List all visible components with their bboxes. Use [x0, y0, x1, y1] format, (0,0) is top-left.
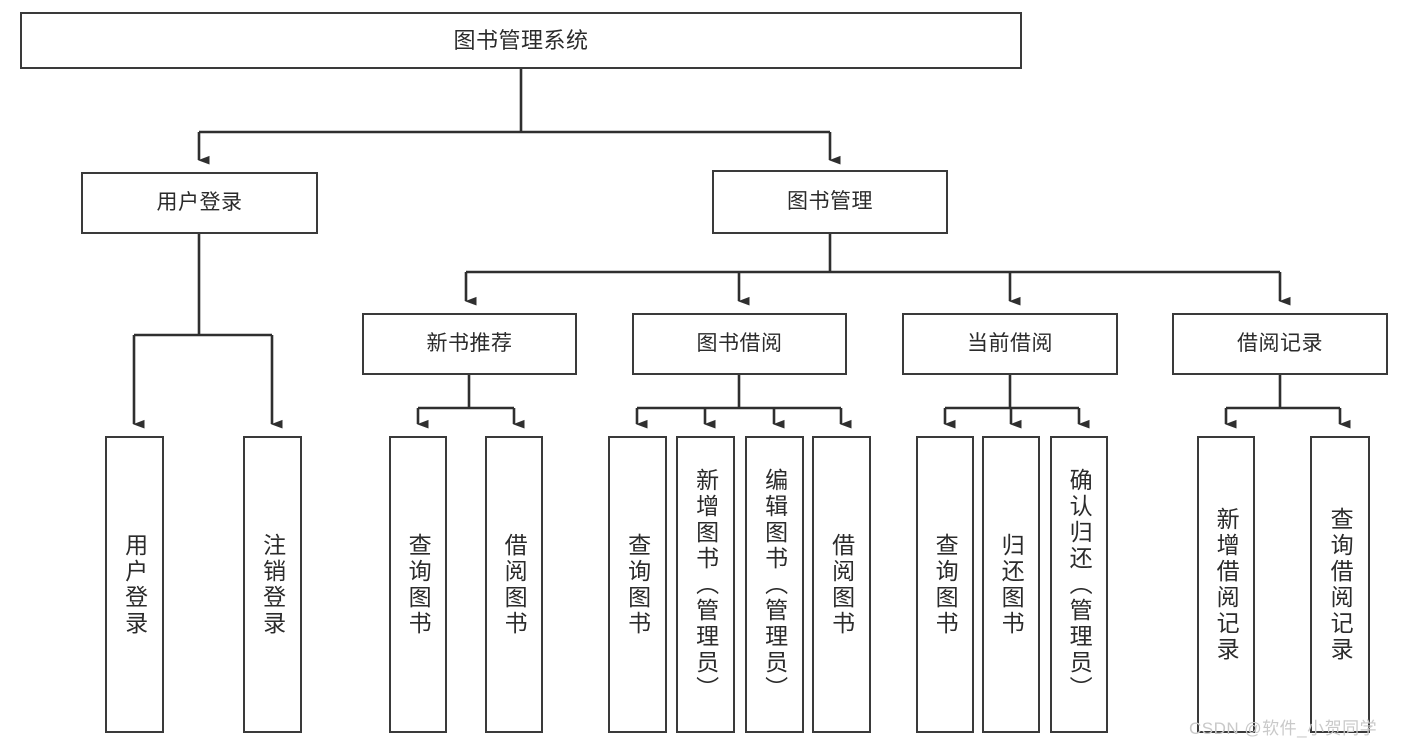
node-book-borrow-label: 图书借阅 — [696, 331, 783, 355]
leaf-confirm-return-admin-label: 确认归还（管理员） — [1066, 467, 1093, 702]
node-current-borrow[interactable]: 当前借阅 — [902, 313, 1118, 375]
leaf-search-book-recommend-label: 查询图书 — [405, 532, 432, 637]
leaf-user-login-label: 用户登录 — [121, 532, 148, 637]
leaf-add-borrow-record[interactable]: 新增借阅记录 — [1197, 436, 1255, 733]
leaf-confirm-return-admin[interactable]: 确认归还（管理员） — [1050, 436, 1108, 733]
node-user-login-label: 用户登录 — [156, 190, 243, 214]
node-book-borrow[interactable]: 图书借阅 — [632, 313, 847, 375]
leaf-edit-book-admin[interactable]: 编辑图书（管理员） — [745, 436, 804, 733]
leaf-borrow-book-label: 借阅图书 — [828, 532, 855, 637]
node-new-book-recommend-label: 新书推荐 — [426, 331, 513, 355]
leaf-search-book-current-label: 查询图书 — [932, 532, 959, 637]
node-root-label: 图书管理系统 — [453, 27, 589, 53]
leaf-logout-label: 注销登录 — [259, 532, 286, 637]
node-book-management-label: 图书管理 — [787, 189, 873, 213]
leaf-search-book-borrow-label: 查询图书 — [624, 532, 651, 637]
node-borrow-record-label: 借阅记录 — [1237, 331, 1323, 355]
leaf-search-book-recommend[interactable]: 查询图书 — [389, 436, 447, 733]
node-book-management[interactable]: 图书管理 — [712, 170, 948, 234]
leaf-return-book-label: 归还图书 — [998, 532, 1025, 637]
leaf-search-book-current[interactable]: 查询图书 — [916, 436, 974, 733]
leaf-search-borrow-record-label: 查询借阅记录 — [1327, 506, 1354, 663]
leaf-search-book-borrow[interactable]: 查询图书 — [608, 436, 667, 733]
leaf-user-login[interactable]: 用户登录 — [105, 436, 164, 733]
leaf-logout[interactable]: 注销登录 — [243, 436, 302, 733]
leaf-borrow-book[interactable]: 借阅图书 — [812, 436, 871, 733]
leaf-return-book[interactable]: 归还图书 — [982, 436, 1040, 733]
node-new-book-recommend[interactable]: 新书推荐 — [362, 313, 577, 375]
watermark: CSDN @软件_小贺同学 — [1189, 719, 1378, 738]
leaf-add-book-admin-label: 新增图书（管理员） — [692, 467, 719, 702]
leaf-search-borrow-record[interactable]: 查询借阅记录 — [1310, 436, 1370, 733]
node-current-borrow-label: 当前借阅 — [967, 331, 1053, 355]
node-borrow-record[interactable]: 借阅记录 — [1172, 313, 1388, 375]
node-root[interactable]: 图书管理系统 — [20, 12, 1022, 69]
leaf-edit-book-admin-label: 编辑图书（管理员） — [761, 467, 788, 702]
leaf-add-book-admin[interactable]: 新增图书（管理员） — [676, 436, 735, 733]
leaf-borrow-book-recommend[interactable]: 借阅图书 — [485, 436, 543, 733]
leaf-add-borrow-record-label: 新增借阅记录 — [1213, 506, 1240, 663]
leaf-borrow-book-recommend-label: 借阅图书 — [501, 532, 528, 637]
node-user-login[interactable]: 用户登录 — [81, 172, 318, 234]
